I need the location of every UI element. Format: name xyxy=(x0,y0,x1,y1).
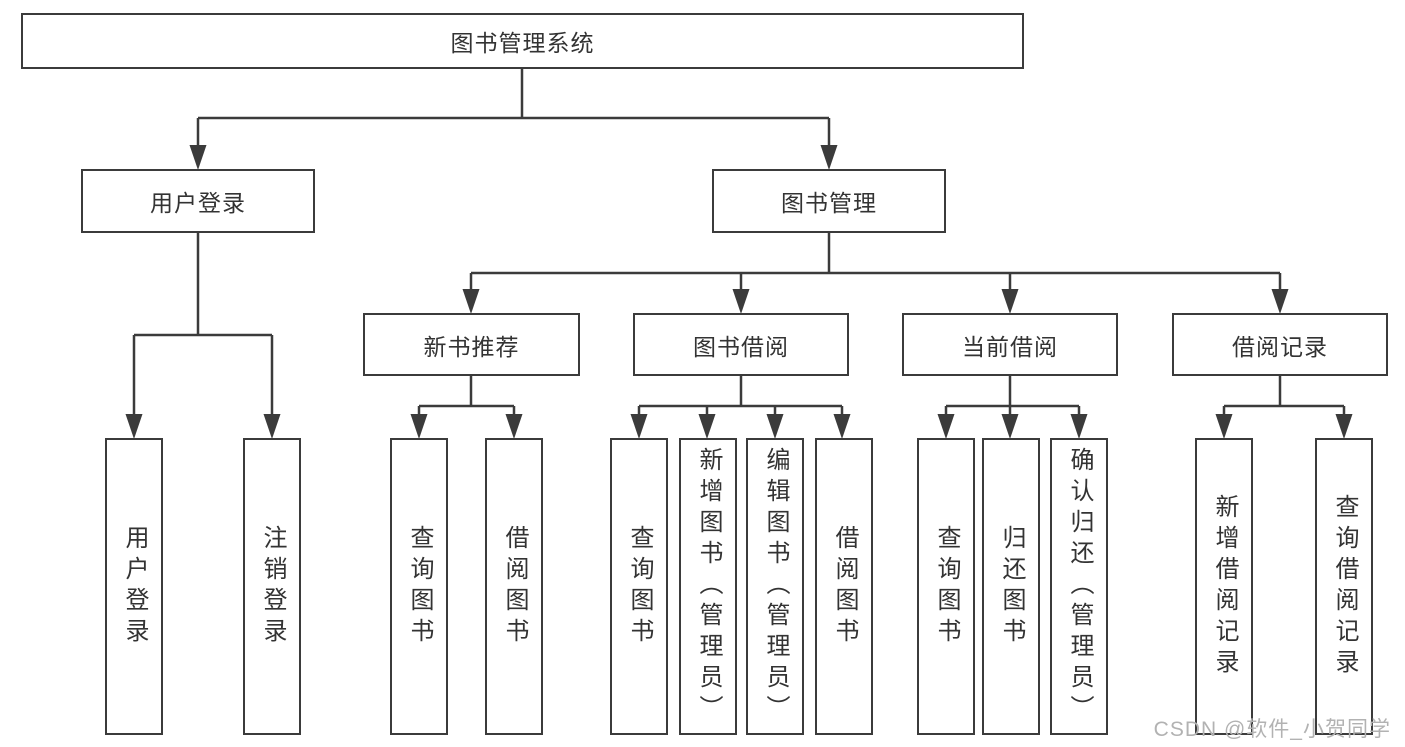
leaf-edit-book-admin: 编辑图书（管理员） xyxy=(746,438,804,735)
node-book-management: 图书管理 xyxy=(712,169,946,233)
leaf-borrow-books: 借阅图书 xyxy=(815,438,873,735)
leaf-add-borrow-record: 新增借阅记录 xyxy=(1195,438,1253,735)
leaf-confirm-return-admin: 确认归还（管理员） xyxy=(1050,438,1108,735)
node-book-borrow: 图书借阅 xyxy=(633,313,849,376)
leaf-query-borrow-record: 查询借阅记录 xyxy=(1315,438,1373,735)
leaf-logout: 注销登录 xyxy=(243,438,301,735)
leaf-borrow-books-recommend: 借阅图书 xyxy=(485,438,543,735)
csdn-watermark: CSDN @软件_小贺同学 xyxy=(1153,718,1391,741)
node-current-borrow: 当前借阅 xyxy=(902,313,1118,376)
arrowheads xyxy=(125,145,1353,439)
node-library-management-system: 图书管理系统 xyxy=(21,13,1024,69)
node-user-login: 用户登录 xyxy=(81,169,315,233)
node-new-book-recommend: 新书推荐 xyxy=(363,313,580,376)
leaf-user-login: 用户登录 xyxy=(105,438,163,735)
leaf-query-books-borrow: 查询图书 xyxy=(610,438,668,735)
leaf-return-book: 归还图书 xyxy=(982,438,1040,735)
leaf-query-books-recommend: 查询图书 xyxy=(390,438,448,735)
node-borrow-records: 借阅记录 xyxy=(1172,313,1388,376)
leaf-add-book-admin: 新增图书（管理员） xyxy=(679,438,737,735)
leaf-query-books-current: 查询图书 xyxy=(917,438,975,735)
